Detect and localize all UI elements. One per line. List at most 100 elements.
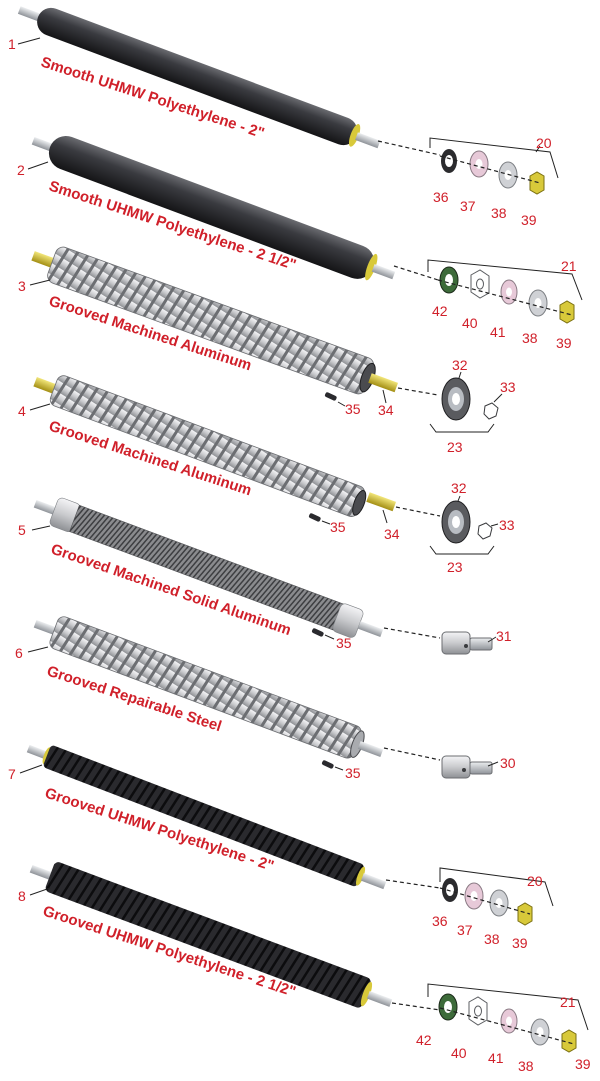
dashed-leader xyxy=(395,506,441,517)
group-label-23: 23 xyxy=(447,439,463,455)
roller-body xyxy=(37,7,358,146)
leader-32 xyxy=(458,371,462,379)
bearing-32-hole xyxy=(452,393,460,405)
fitting-body xyxy=(441,631,471,655)
callout-2: 2 xyxy=(17,162,25,178)
callout-31: 31 xyxy=(496,628,512,644)
callout-34: 34 xyxy=(378,402,394,418)
hardware-group-21-lower: 21 42 40 41 38 39 xyxy=(416,983,591,1074)
callout-38: 38 xyxy=(491,205,507,221)
group-bracket xyxy=(427,259,583,301)
fitting-hole xyxy=(464,644,468,648)
callout-1: 1 xyxy=(8,36,16,52)
end-cap xyxy=(365,253,378,281)
roller-body xyxy=(48,135,375,279)
hardware-dash xyxy=(437,279,573,316)
shaft-right xyxy=(355,132,381,149)
callout-leader-2 xyxy=(27,161,49,170)
dashed-leader xyxy=(391,1002,441,1011)
group-label-20: 20 xyxy=(527,873,543,889)
end-fitting-31: 31 xyxy=(441,628,512,655)
end-fitting-30: 30 xyxy=(441,755,516,779)
leader-35 xyxy=(337,401,346,407)
shaft-left xyxy=(33,499,58,516)
callout-7: 7 xyxy=(8,766,16,782)
callout-41: 41 xyxy=(488,1050,504,1066)
washer-41-hole xyxy=(506,287,512,297)
bearing-end xyxy=(352,490,367,516)
roller-body xyxy=(47,246,375,395)
shaft-right xyxy=(357,741,384,758)
callout-42: 42 xyxy=(432,303,448,319)
group-bracket xyxy=(429,137,559,179)
shaft-right xyxy=(371,264,396,280)
callout-leader-8 xyxy=(29,887,51,896)
hardware-dash xyxy=(439,1007,575,1045)
leader-33 xyxy=(493,393,503,403)
callout-35: 35 xyxy=(345,765,361,781)
leader-35 xyxy=(324,634,335,640)
callout-34: 34 xyxy=(384,526,400,542)
roller-body xyxy=(49,375,366,517)
shaft-right xyxy=(357,621,384,638)
seal-36-hole xyxy=(446,884,454,896)
callout-40: 40 xyxy=(462,315,478,331)
callout-38: 38 xyxy=(518,1058,534,1074)
shaft-left xyxy=(29,864,54,881)
roller-body xyxy=(43,745,364,887)
hardware-group-20-lower: 20 36 37 38 39 xyxy=(432,867,554,951)
callout-32: 32 xyxy=(451,480,467,496)
roller-body xyxy=(45,862,371,1008)
bearing-32-hole xyxy=(452,516,460,528)
group-label-20: 20 xyxy=(536,135,552,151)
fitting-stub xyxy=(469,761,493,775)
dashed-leader xyxy=(397,387,439,396)
dashed-leader xyxy=(385,879,441,889)
hardware-group-23-upper: 32 33 23 xyxy=(429,357,516,455)
leader-33 xyxy=(490,523,499,527)
leader-35 xyxy=(321,520,331,525)
hardware-group-20-top: 20 36 37 38 39 xyxy=(429,135,559,228)
callout-33: 33 xyxy=(500,379,516,395)
group-label-21: 21 xyxy=(560,994,576,1010)
callout-39: 39 xyxy=(556,335,572,351)
callout-36: 36 xyxy=(432,913,448,929)
seal-36-hole xyxy=(445,155,453,167)
nut-39 xyxy=(559,300,575,324)
end-cap xyxy=(348,124,361,147)
washer-37-hole xyxy=(470,891,478,901)
leader-32 xyxy=(457,495,461,502)
group-bracket xyxy=(429,545,495,555)
callout-35: 35 xyxy=(330,519,346,535)
nut-39 xyxy=(561,1029,577,1053)
snap-ring-33 xyxy=(477,522,493,540)
callout-38: 38 xyxy=(522,330,538,346)
callout-41: 41 xyxy=(490,324,506,340)
shaft-left-brass xyxy=(31,251,56,269)
group-leader xyxy=(535,145,541,153)
callout-30: 30 xyxy=(500,755,516,771)
nut-39 xyxy=(529,171,545,195)
set-screw-35 xyxy=(311,628,324,637)
dashed-leader xyxy=(393,265,439,281)
dashed-leader xyxy=(383,747,441,761)
hardware-dash xyxy=(439,155,541,184)
callout-5: 5 xyxy=(18,522,26,538)
set-screw-35 xyxy=(321,760,334,769)
set-screw-35 xyxy=(324,392,337,401)
leader-31 xyxy=(487,636,497,643)
shaft-34 xyxy=(366,492,397,512)
group-bracket xyxy=(429,423,495,433)
washer-41-hole xyxy=(506,1016,512,1026)
shaft-right xyxy=(366,991,393,1007)
group-bracket xyxy=(427,983,589,1031)
fitting-stub xyxy=(469,637,493,651)
callout-39: 39 xyxy=(521,212,537,228)
end-cap xyxy=(356,866,366,886)
callout-37: 37 xyxy=(460,198,476,214)
callout-6: 6 xyxy=(15,645,23,661)
callout-36: 36 xyxy=(433,189,449,205)
hardware-dash xyxy=(439,887,531,915)
callout-leader-7 xyxy=(19,764,43,774)
group-bracket xyxy=(439,867,554,907)
